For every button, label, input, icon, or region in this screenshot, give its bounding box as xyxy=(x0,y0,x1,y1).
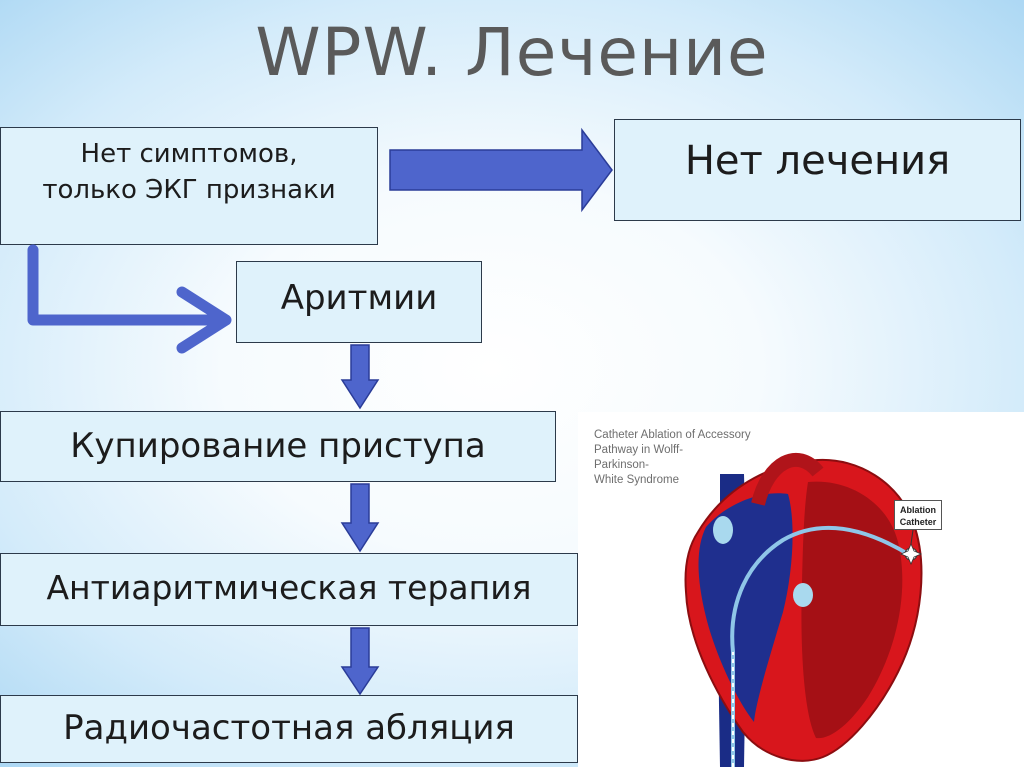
arrow-to-arrhythmias xyxy=(27,244,232,354)
heart-ablation-illustration: Catheter Ablation of Accessory Pathway i… xyxy=(578,412,1024,767)
box-no-symptoms-line1: Нет симптомов, xyxy=(80,139,298,169)
box-antiarrhythmic-therapy: Антиаритмическая терапия xyxy=(0,553,578,626)
slide-title: WPW. Лечение xyxy=(255,14,769,91)
box-no-treatment: Нет лечения xyxy=(614,119,1021,221)
box-rf-ablation: Радиочастотная абляция xyxy=(0,695,578,763)
illustration-caption: Catheter Ablation of Accessory Pathway i… xyxy=(594,429,751,486)
ablation-catheter-label: Ablation Catheter xyxy=(894,500,942,530)
box-no-symptoms-line2: только ЭКГ признаки xyxy=(42,175,336,205)
heart-icon xyxy=(684,452,923,767)
arrow-to-attack-relief xyxy=(340,344,380,410)
arrow-to-antiarrhythmic xyxy=(340,483,380,553)
arrow-to-no-treatment xyxy=(389,127,613,213)
arrow-to-rf-ablation xyxy=(340,627,380,696)
box-no-symptoms: Нет симптомов, только ЭКГ признаки xyxy=(0,127,378,245)
box-attack-relief: Купирование приступа xyxy=(0,411,556,482)
box-arrhythmias: Аритмии xyxy=(236,261,482,343)
